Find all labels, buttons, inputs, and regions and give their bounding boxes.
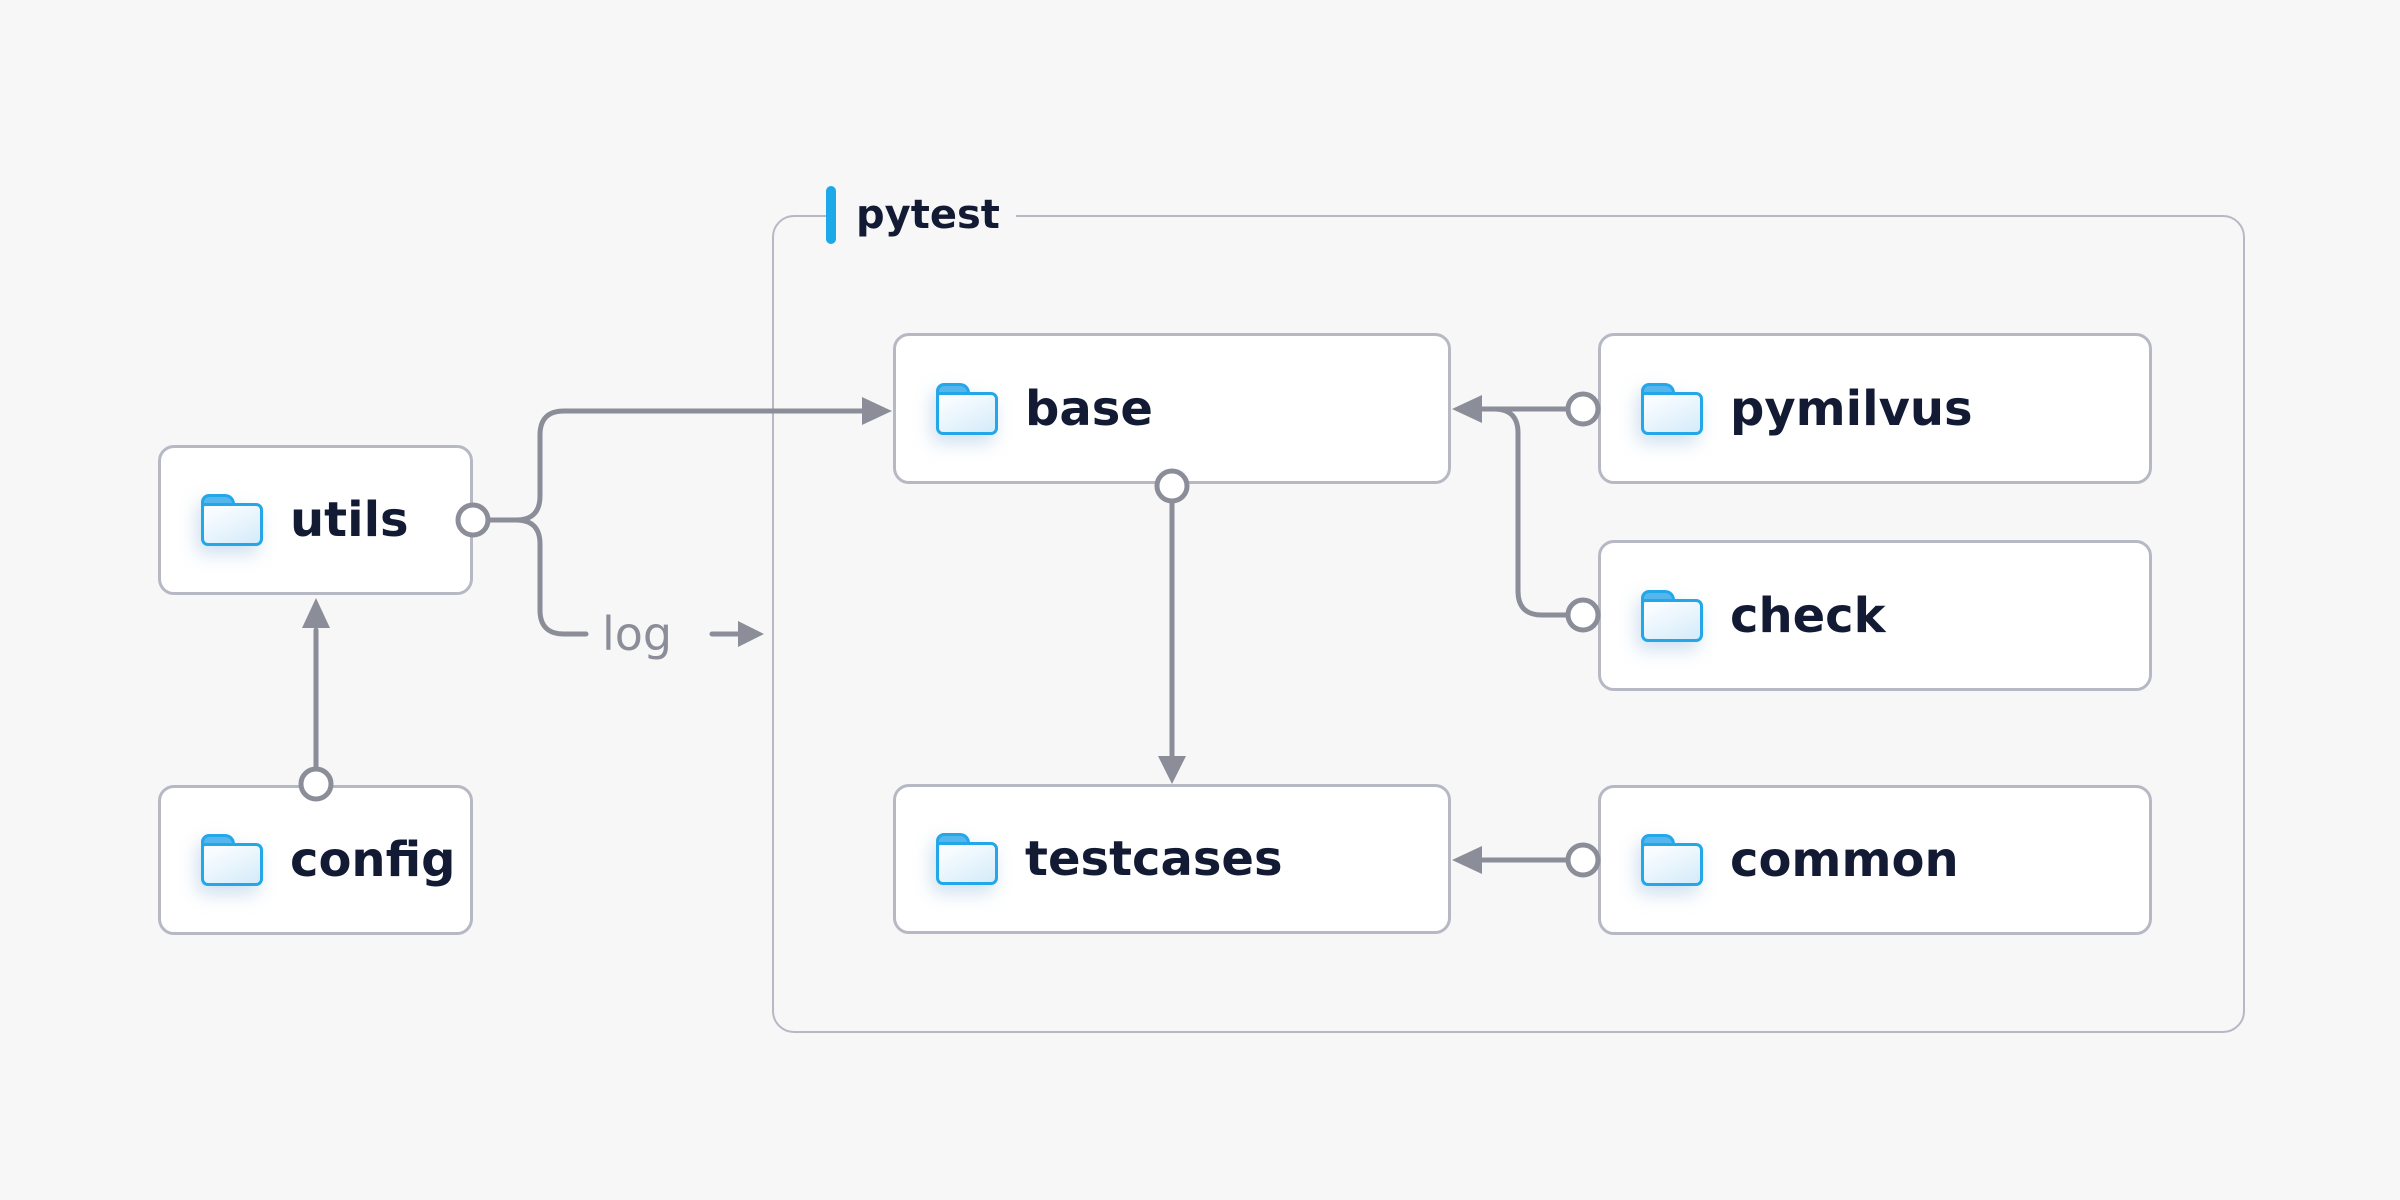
node-label: common: [1730, 832, 1959, 888]
node-utils: utils: [158, 445, 473, 595]
folder-icon: [1641, 589, 1703, 642]
folder-body: [201, 843, 263, 886]
node-label: check: [1730, 587, 1886, 644]
node-pymilvus: pymilvus: [1598, 333, 2152, 484]
pytest-container-label: pytest: [826, 185, 1016, 245]
folder-icon: [1641, 834, 1703, 886]
arrowhead-up-icon: [302, 598, 330, 628]
edge-label-log: log: [602, 607, 673, 661]
edge-line: [513, 517, 589, 637]
folder-icon: [936, 382, 998, 435]
node-common: common: [1598, 785, 2152, 935]
folder-body: [201, 503, 263, 546]
folder-icon: [201, 494, 263, 546]
node-testcases: testcases: [893, 784, 1451, 934]
arrowhead-right-icon: [738, 621, 764, 647]
node-base: base: [893, 333, 1451, 484]
edge-config-to-utils: [298, 598, 334, 802]
folder-icon: [1641, 382, 1703, 435]
node-config: config: [158, 785, 473, 935]
node-label: base: [1025, 380, 1153, 437]
node-label: pymilvus: [1730, 380, 1973, 437]
folder-body: [936, 391, 998, 435]
pytest-container: [772, 215, 2245, 1033]
node-label: config: [290, 832, 456, 888]
node-label: testcases: [1025, 831, 1283, 887]
accent-bar: [826, 186, 836, 244]
folder-body: [1641, 391, 1703, 435]
folder-body: [1641, 843, 1703, 886]
folder-icon: [936, 833, 998, 885]
folder-icon: [201, 834, 263, 886]
node-label: utils: [290, 492, 409, 548]
folder-body: [936, 842, 998, 885]
node-check: check: [1598, 540, 2152, 691]
folder-body: [1641, 598, 1703, 642]
container-title: pytest: [856, 192, 1000, 238]
